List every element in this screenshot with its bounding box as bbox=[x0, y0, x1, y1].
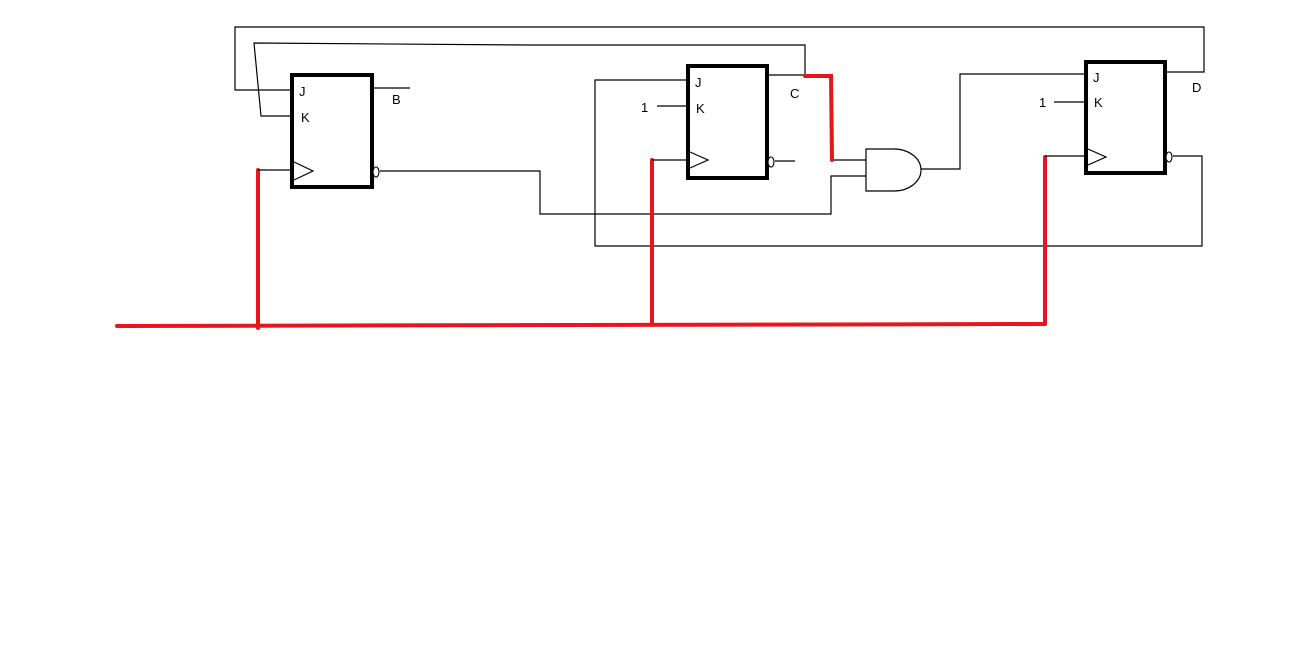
output-label-b: B bbox=[392, 92, 401, 107]
flip-flop-c-clock-triangle bbox=[689, 151, 710, 169]
flip-flop-c-j-label: J bbox=[695, 75, 702, 90]
flip-flop-c-k-label: K bbox=[696, 101, 705, 116]
flip-flop-c-body bbox=[686, 64, 769, 180]
flip-flop-b-qbar-bubble bbox=[372, 166, 380, 178]
wire-and-to-ff3-j bbox=[921, 73, 1086, 170]
flip-flop-d-j-label: J bbox=[1093, 70, 1100, 85]
wire-d-to-ff1-j bbox=[234, 26, 1205, 91]
flip-flop-c: J K 1 C bbox=[641, 64, 799, 180]
flip-flop-b-body bbox=[290, 73, 374, 189]
and-gate bbox=[865, 148, 922, 192]
output-label-d: D bbox=[1192, 80, 1201, 95]
output-label-c: C bbox=[790, 86, 799, 101]
flip-flop-c-k-constant: 1 bbox=[641, 100, 648, 115]
flip-flop-d-qbar-bubble bbox=[1165, 151, 1173, 163]
flip-flop-d-k-label: K bbox=[1094, 95, 1103, 110]
clock-bus bbox=[115, 322, 1047, 328]
flip-flop-d: J K 1 D bbox=[1039, 60, 1201, 175]
flip-flop-b-clock-triangle bbox=[293, 161, 315, 181]
flip-flop-b-j-label: J bbox=[299, 84, 306, 99]
c-output-highlight bbox=[803, 74, 834, 162]
flip-flop-c-qbar-bubble bbox=[767, 156, 775, 168]
flip-flop-d-clock-triangle bbox=[1087, 148, 1108, 166]
flip-flop-b-k-label: K bbox=[301, 110, 310, 125]
clock-network bbox=[115, 74, 1086, 330]
flip-flop-d-k-constant: 1 bbox=[1039, 95, 1046, 110]
flip-flop-b: J K B bbox=[290, 73, 401, 189]
wire-d-bar-to-ff2-j bbox=[594, 79, 1203, 247]
wire-b-bar-to-and-gate bbox=[380, 170, 866, 215]
